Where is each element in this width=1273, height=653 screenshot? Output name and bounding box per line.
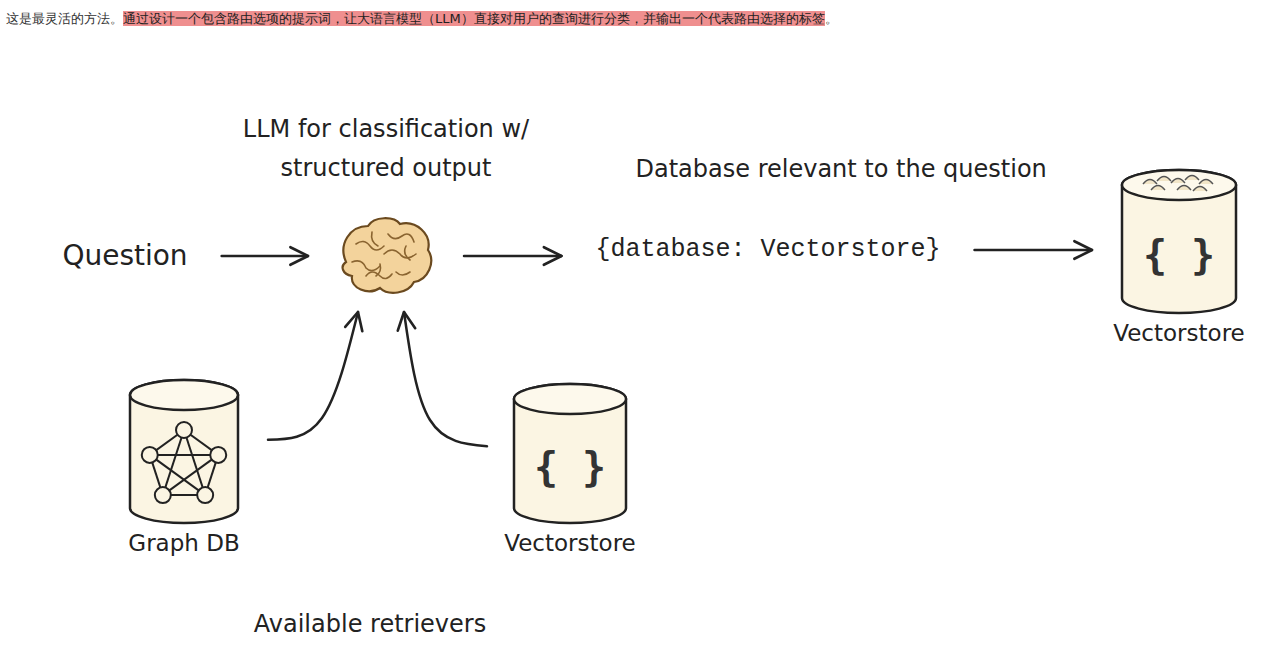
node-heading: LLM for classification w/ structured out… (219, 110, 554, 188)
arrow-connector (975, 249, 1092, 252)
node-text: {database: Vectorstore} (595, 235, 940, 265)
body-text: 。 (825, 11, 838, 26)
cylinder-top (514, 384, 626, 414)
node-caption: Graph DB (128, 529, 239, 557)
cotton-texture (1177, 186, 1191, 191)
cylinder-body (514, 384, 626, 523)
vectorstore-cylinder: { }Vectorstore (512, 382, 628, 525)
arrow-connector (464, 255, 561, 258)
cotton-texture (1143, 180, 1157, 185)
cotton-texture (1157, 177, 1171, 182)
graph-vertex (210, 447, 226, 463)
question-text-node: Question (56, 235, 193, 277)
cotton-texture (1185, 176, 1199, 181)
graph-vertex (142, 447, 158, 463)
brain-fold (376, 264, 381, 276)
body-text: 这是最灵活的方法。 (6, 11, 123, 26)
graph-edge (150, 454, 218, 456)
cotton-texture (1193, 187, 1207, 192)
graph-edge (163, 430, 184, 495)
llm-brain: LLM for classification w/ structured out… (336, 214, 436, 298)
group-label: Available retrievers (254, 609, 486, 639)
brain-fold (352, 261, 380, 271)
vectorstore-cylinder: { }Vectorstore (1120, 168, 1238, 315)
cylinder-top (130, 380, 238, 410)
arrow-connector (404, 312, 487, 446)
cylinder-top (1122, 170, 1236, 200)
graph-db-cylinder: Graph DB (128, 378, 240, 525)
brain-fold (356, 241, 384, 250)
node-heading: Database relevant to the question (636, 150, 901, 189)
intro-paragraph: 这是最灵活的方法。通过设计一个包含路由选项的提示词，让大语言模型（LLM）直接对… (6, 9, 838, 29)
brain-fold (388, 234, 414, 242)
structured-output: Database relevant to the question{databa… (589, 231, 946, 269)
cotton-texture (1171, 179, 1185, 184)
cotton-texture (1199, 180, 1213, 185)
node-text: { } (1143, 233, 1215, 277)
node-caption: Vectorstore (504, 529, 635, 557)
node-text: Question (62, 239, 187, 273)
node-text: { } (534, 445, 606, 489)
brain-illustration (336, 214, 436, 298)
graph-vertex (176, 422, 192, 438)
cylinder-body (1122, 170, 1236, 313)
arrow-connector (268, 312, 358, 440)
brain-fold (372, 232, 378, 246)
graph-edge (184, 430, 205, 495)
cotton-texture (1151, 186, 1165, 191)
highlighted-text: 通过设计一个包含路由选项的提示词，让大语言模型（LLM）直接对用户的查询进行分类… (123, 11, 825, 26)
graph-vertex (155, 487, 171, 503)
brain-fold (405, 246, 410, 260)
cylinder-body (130, 380, 238, 523)
arrow-connector (222, 255, 308, 258)
graph-vertex (197, 487, 213, 503)
cylinder-shape (128, 378, 240, 525)
brain-outline (343, 218, 432, 293)
node-caption: Vectorstore (1113, 319, 1244, 347)
brain-fold (396, 272, 410, 275)
brain-fold (384, 250, 416, 258)
